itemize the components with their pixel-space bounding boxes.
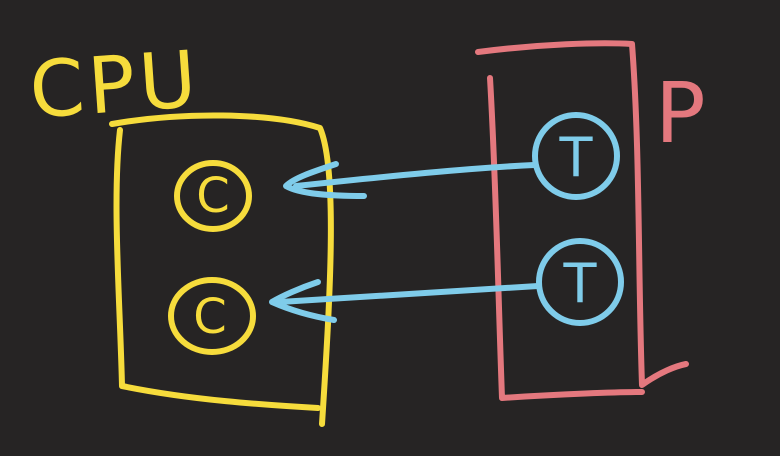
cpu-core-bottom: C	[168, 277, 256, 355]
thread-bottom: T	[536, 238, 624, 326]
core-label: C	[193, 289, 227, 345]
thread-top: T	[532, 112, 620, 200]
core-label: C	[196, 168, 230, 224]
process-label: P	[655, 64, 706, 162]
thread-circle	[532, 112, 620, 200]
core-circle	[174, 160, 252, 232]
thread-circle	[536, 238, 624, 326]
process-box	[475, 40, 689, 401]
arrow-thread-bottom-to-core-bottom	[269, 279, 541, 323]
arrow-thread-top-to-core-top	[283, 161, 537, 199]
core-circle	[168, 277, 256, 355]
thread-label: T	[559, 126, 594, 189]
cpu-core-top: C	[174, 160, 252, 232]
thread-label: T	[563, 252, 598, 315]
